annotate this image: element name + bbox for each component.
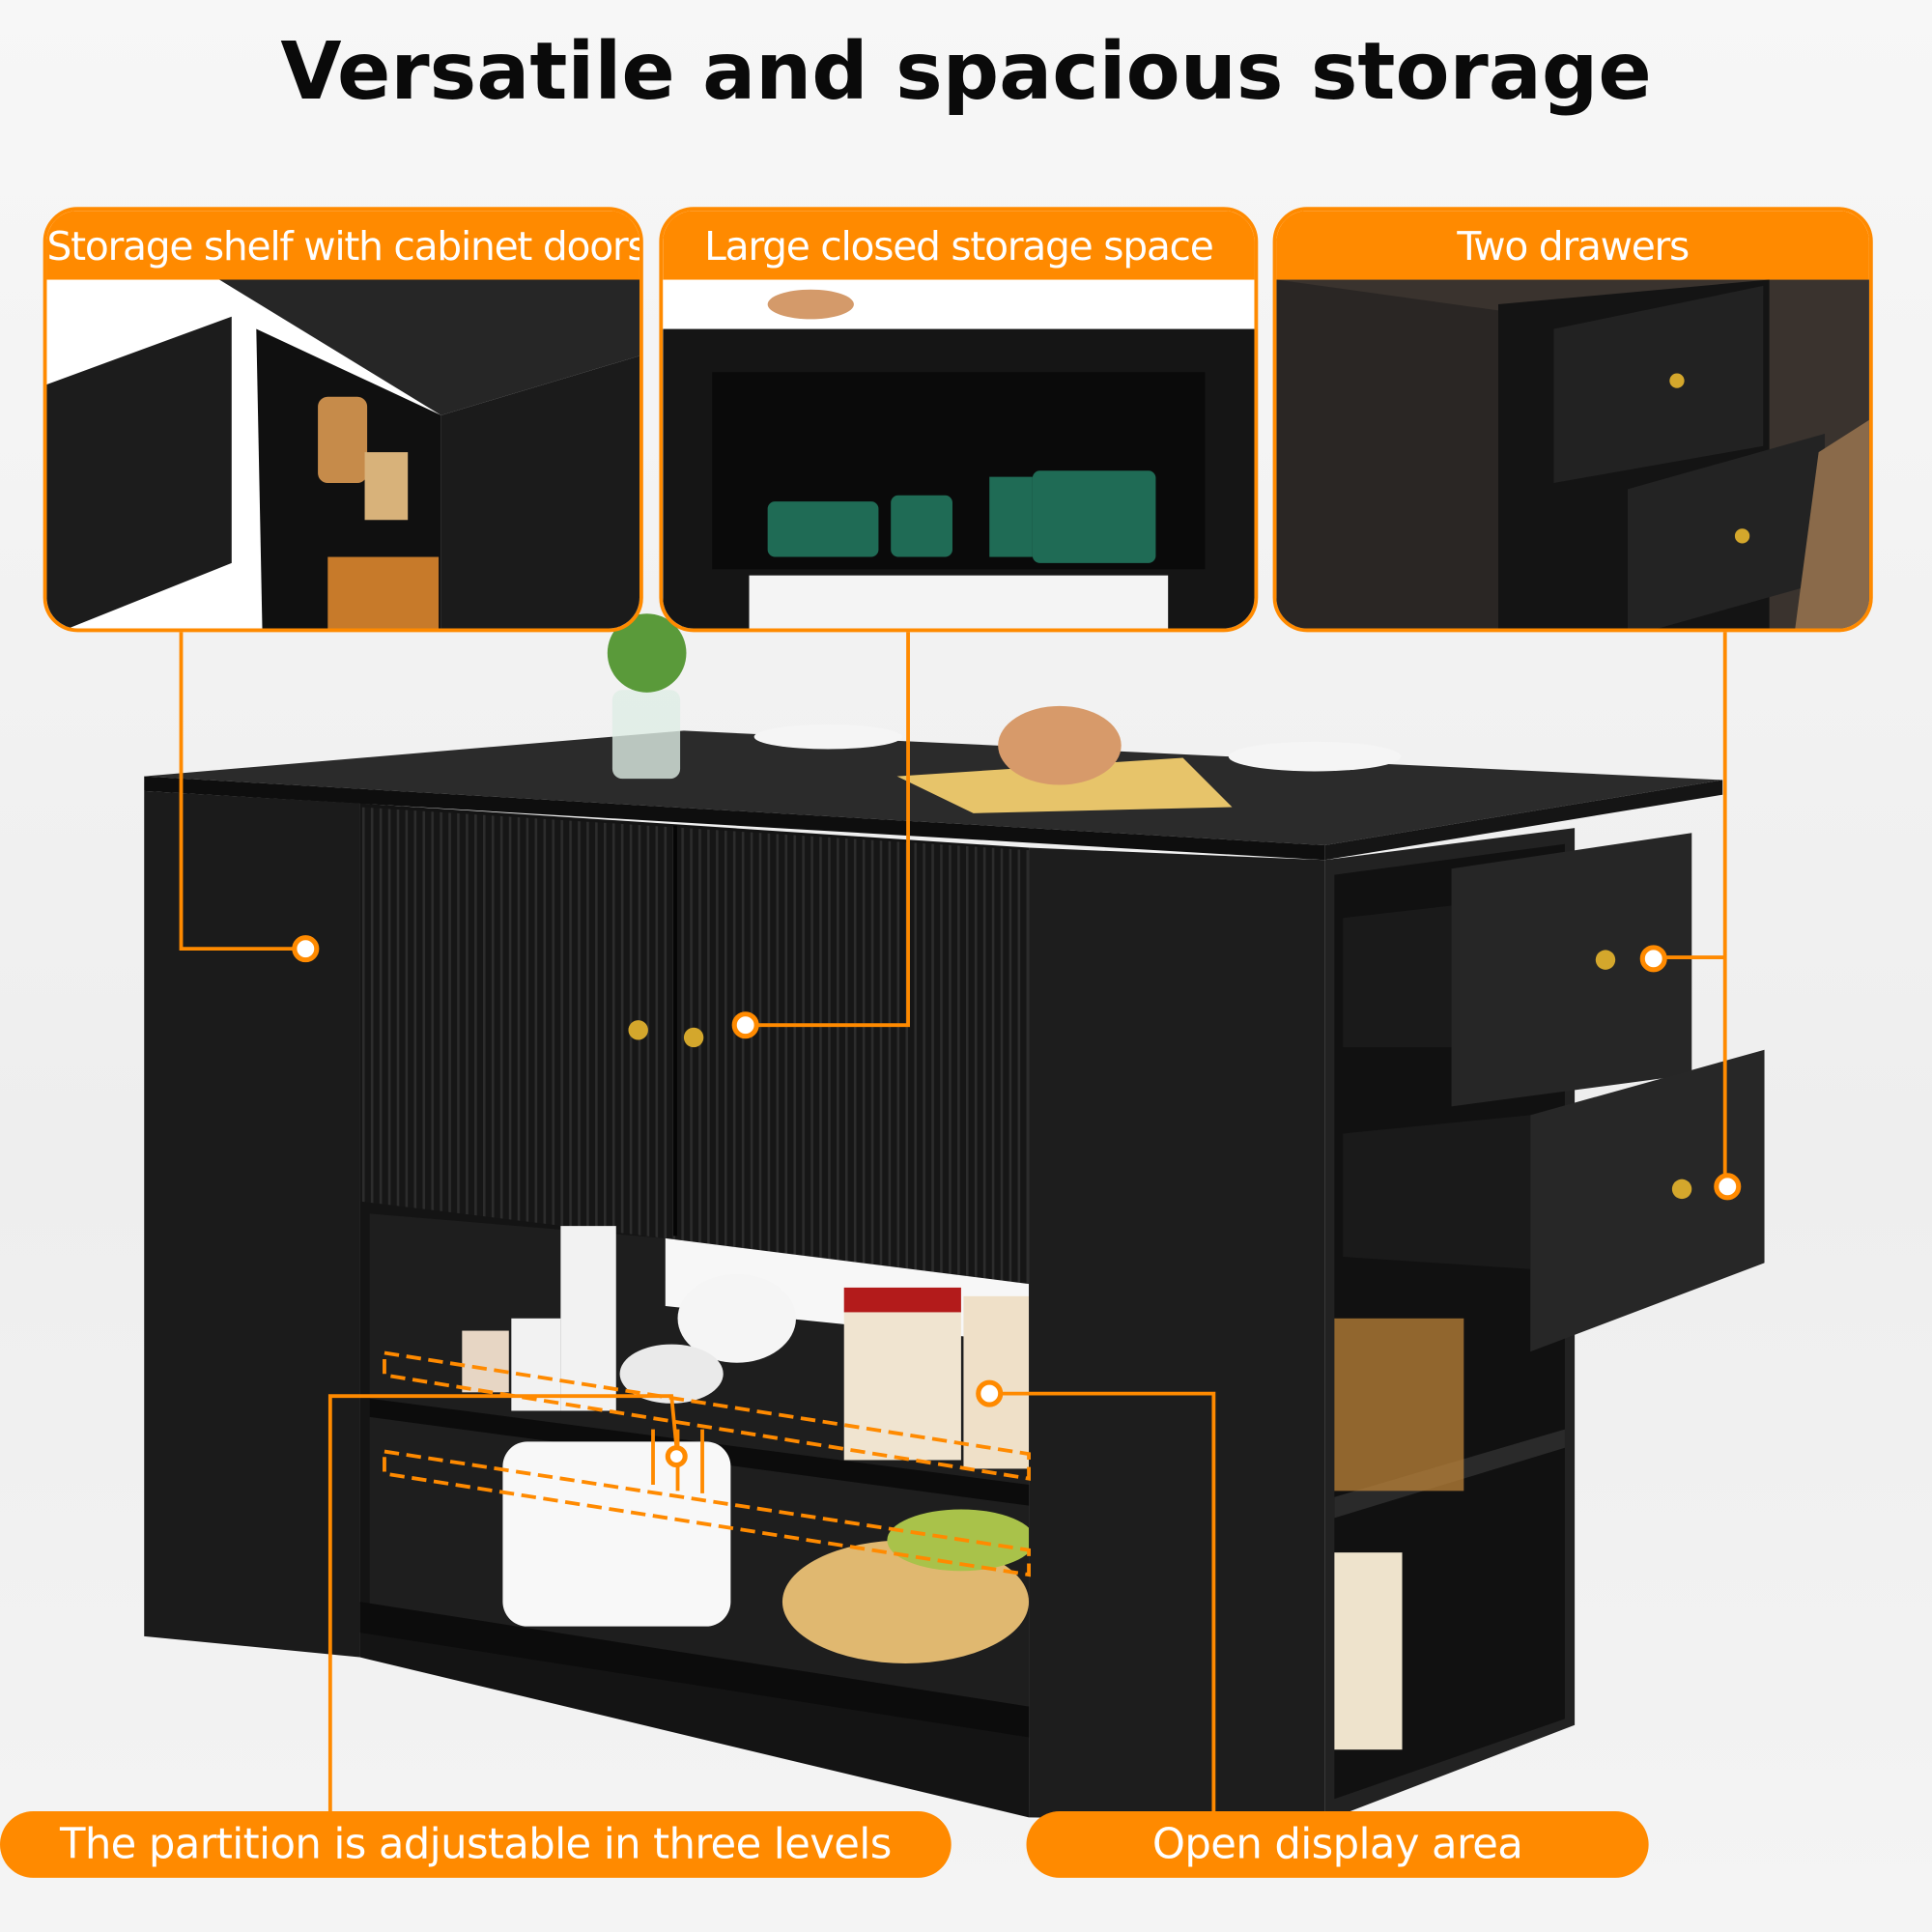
storage-shelf-detail-image [46, 279, 639, 629]
door-knob [628, 1020, 648, 1040]
door-knob [683, 1027, 704, 1048]
left-panel [144, 790, 360, 1658]
callout-marker [665, 1445, 688, 1468]
panel-title: Two drawers [1276, 211, 1869, 280]
callout-marker [976, 1379, 1004, 1407]
drawer-top [1451, 833, 1692, 1107]
panel-storage-shelf: Storage shelf with cabinet doors [43, 207, 643, 633]
headline: Versatile and spacious storage [280, 27, 1652, 119]
partition-level-guide [383, 1449, 1031, 1577]
callout-open-display: Open display area [1026, 1810, 1649, 1878]
panel-drawers: Two drawers [1272, 207, 1873, 633]
panel-closed-storage: Large closed storage space [659, 207, 1259, 633]
callout-connectors [179, 632, 1727, 1811]
callout-marker [1714, 1173, 1742, 1201]
closed-storage-detail-image [663, 289, 1255, 629]
callout-marker [1639, 945, 1667, 973]
panel-title: Storage shelf with cabinet doors [46, 211, 639, 280]
drawer-knob [1671, 1179, 1692, 1200]
right-column [1029, 847, 1325, 1822]
panel-title: Large closed storage space [663, 211, 1255, 280]
callout-partition: The partition is adjustable in three lev… [0, 1810, 952, 1878]
drawer-bottom [1530, 1049, 1765, 1352]
drawers-detail-image [1276, 279, 1869, 629]
callout-marker [292, 935, 320, 963]
drawer-knob [1595, 950, 1616, 970]
callout-marker [731, 1011, 759, 1039]
partition-level-guide [383, 1350, 1031, 1481]
